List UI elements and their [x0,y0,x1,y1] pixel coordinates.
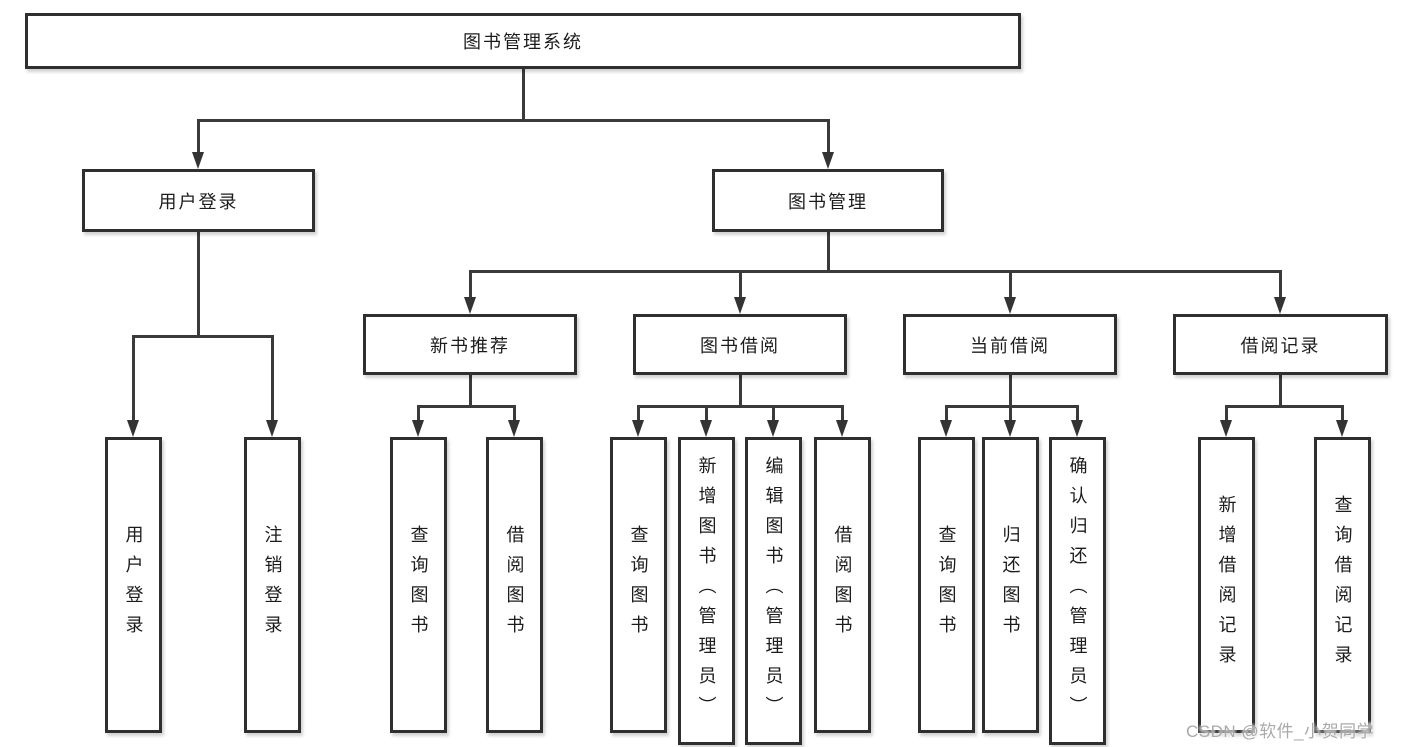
node-label: 当前借阅 [970,335,1050,356]
arrow-down-icon [1220,420,1232,437]
node-label: 图书借阅 [700,335,780,356]
node-current-borrowing: 当前借阅 [903,314,1117,375]
arrow-down-icon [1071,420,1083,437]
arrow-down-icon [822,152,834,169]
node-book-management-module: 图书管理 [712,169,944,232]
node-new-book-recommend: 新书推荐 [363,314,577,375]
arrow-down-icon [412,420,424,437]
node-label: 借阅图书 [832,525,853,645]
connector-line [197,232,200,337]
node-label: 新书推荐 [430,335,510,356]
leaf-edit-book-admin: 编辑图书（管理员） [745,437,802,745]
node-borrowing-records: 借阅记录 [1173,314,1388,375]
node-label: 归还图书 [1000,525,1021,645]
arrow-down-icon [632,420,644,437]
arrow-down-icon [127,420,139,437]
leaf-query-books-3: 查询图书 [918,437,975,733]
connector-line [271,335,274,422]
arrow-down-icon [767,420,779,437]
connector-line [417,405,420,422]
arrow-down-icon [464,297,476,314]
connector-line [827,119,830,154]
connector-line [772,405,775,422]
node-root-system: 图书管理系统 [25,13,1021,69]
node-label: 新增图书（管理员） [696,456,717,726]
node-label: 新增借阅记录 [1216,495,1237,675]
arrow-down-icon [508,420,520,437]
connector-line [132,335,135,422]
connector-line [1009,375,1012,407]
connector-line [1279,270,1282,298]
connector-line [1009,270,1012,298]
connector-line [945,405,948,422]
arrow-down-icon [734,297,746,314]
node-label: 注销登录 [262,525,283,645]
arrow-down-icon [1004,297,1016,314]
connector-line [1009,405,1012,422]
leaf-borrow-books-2: 借阅图书 [814,437,871,733]
node-user-login-module: 用户登录 [82,169,315,232]
leaf-return-books: 归还图书 [982,437,1039,733]
leaf-user-login: 用户登录 [105,437,162,733]
arrow-down-icon [940,420,952,437]
connector-line [705,405,708,422]
connector-line [1279,375,1282,407]
connector-line [945,405,1079,408]
connector-line [469,270,1282,273]
arrow-down-icon [700,420,712,437]
leaf-logout: 注销登录 [244,437,301,733]
connector-line [637,405,640,422]
connector-line [513,405,516,422]
leaf-add-borrow-record: 新增借阅记录 [1198,437,1255,733]
node-label: 图书管理 [788,191,868,212]
connector-line [469,270,472,298]
node-label: 查询图书 [628,525,649,645]
connector-line [637,405,844,408]
connector-line [1076,405,1079,422]
node-label: 图书管理系统 [463,32,583,52]
node-label: 确认归还（管理员） [1067,456,1088,726]
leaf-confirm-return-admin: 确认归还（管理员） [1049,437,1106,745]
connector-line [827,232,830,272]
arrow-down-icon [836,420,848,437]
arrow-down-icon [266,420,278,437]
node-label: 查询借阅记录 [1332,495,1353,675]
arrow-down-icon [1274,297,1286,314]
connector-line [197,119,830,122]
leaf-borrow-books: 借阅图书 [486,437,543,733]
node-label: 查询图书 [408,525,429,645]
connector-line [522,69,525,121]
leaf-query-borrow-record: 查询借阅记录 [1314,437,1371,733]
connector-line [739,375,742,407]
node-label: 借阅图书 [504,525,525,645]
connector-line [197,119,200,154]
arrow-down-icon [1004,420,1016,437]
connector-line [739,270,742,298]
arrow-down-icon [1336,420,1348,437]
leaf-query-books-2: 查询图书 [610,437,667,733]
node-label: 编辑图书（管理员） [763,456,784,726]
leaf-add-book-admin: 新增图书（管理员） [678,437,735,745]
arrow-down-icon [192,152,204,169]
connector-line [417,405,516,408]
connector-line [469,375,472,407]
node-label: 用户登录 [123,525,144,645]
node-label: 借阅记录 [1240,335,1321,356]
connector-line [1341,405,1344,422]
connector-line [1225,405,1344,408]
node-book-borrowing: 图书借阅 [633,314,847,375]
connector-line [841,405,844,422]
connector-line [132,335,274,338]
connector-line [1225,405,1228,422]
node-label: 用户登录 [158,191,239,212]
csdn-watermark: CSDN @软件_小贺同学 [1186,722,1375,741]
node-label: 查询图书 [936,525,957,645]
leaf-query-books: 查询图书 [390,437,447,733]
